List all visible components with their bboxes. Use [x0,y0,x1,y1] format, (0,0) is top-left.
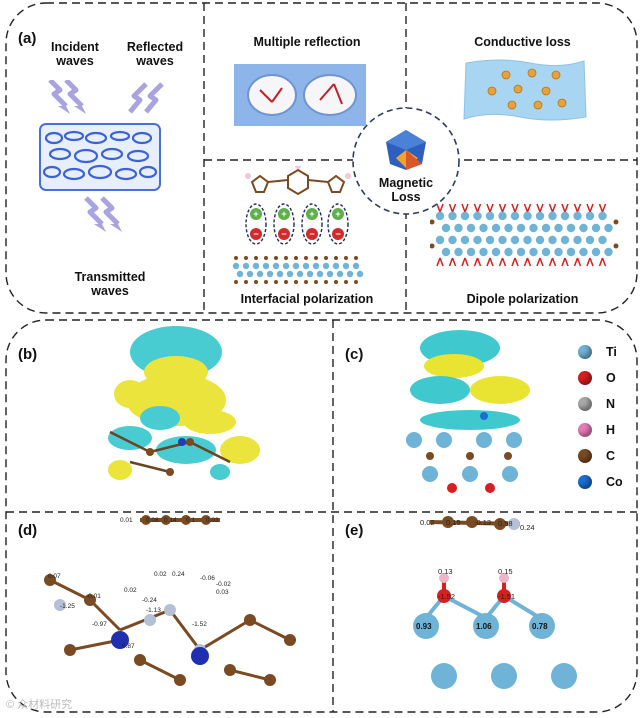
legend-item-h: H [578,423,615,437]
e-o-value: -1.52 [438,592,455,601]
reflected-waves-caption: Reflected waves [126,40,184,68]
ti-atom-icon [578,345,592,359]
o-atom-icon [578,371,592,385]
svg-text:+: + [309,209,314,219]
h-atom-icon [578,423,592,437]
panel-a-label: (a) [18,30,37,47]
d-value: -0.06 [200,575,215,582]
e-ti-value: 1.06 [476,622,492,631]
magnetic-crystal-icon [386,130,426,170]
conductive-loss-caption: Conductive loss [474,35,571,49]
e-top-value: 0.15 [446,518,461,527]
panel-e-label: (e) [345,522,364,539]
d-value: -0.24 [142,597,157,604]
d-value: 0.24 [172,571,185,578]
dipole-polarization-caption: Dipole polarization [466,292,579,306]
d-value: 0.07 [48,573,61,580]
n-atom-icon [578,397,592,411]
d-value: -1.52 [192,621,207,628]
d-top-value: 0.01 [120,517,133,524]
panel-c-label: (c) [345,346,364,363]
svg-text:+: + [335,209,340,219]
conductive-loss-illustration [463,59,587,121]
svg-text:−: − [309,229,314,239]
panel-d-label: (d) [18,522,38,539]
interfacial-polarization-caption: Interfacial polarization [240,292,374,306]
svg-text:−: − [335,229,340,239]
dipole-polarization-illustration [430,203,619,267]
multiple-reflection-caption: Multiple reflection [253,35,361,49]
d-value: 0.87 [122,643,135,650]
transmitted-arrow-icon [84,196,120,226]
wave-absorber-illustration [39,80,164,232]
d-value: 0.03 [216,589,229,596]
e-o-value: 0.13 [438,567,453,576]
panel-e-charge-map: 0.02 0.15 -0.13 0.58 0.24 0.13 -1.52 0.1… [413,516,577,689]
e-o-value: -1.51 [498,592,515,601]
d-top-value: 0.08 [146,517,159,524]
legend-item-n: N [578,397,615,411]
e-top-value: 0.02 [420,518,435,527]
legend-item-o: O [578,371,616,385]
d-top-value: 0.14 [164,517,177,524]
legend-item-co: Co [578,475,623,489]
d-value: 0.02 [154,571,167,578]
e-ti-value: 0.78 [532,622,548,631]
co-atom-icon [578,475,592,489]
d-value: -0.02 [216,581,231,588]
legend-item-c: C [578,449,615,463]
svg-text:+: + [281,209,286,219]
svg-text:−: − [281,229,286,239]
e-top-value: 0.24 [520,523,535,532]
d-top-value: 0.03 [206,517,219,524]
magnetic-loss-caption: Magnetic Loss [378,176,434,204]
multiple-reflection-illustration [234,64,366,126]
e-top-value: -0.13 [474,518,491,527]
element-legend: Ti O N H C Co [578,345,638,515]
positive-charge-icon: + [253,209,258,219]
d-value: -1.25 [60,603,75,610]
d-value: 0.02 [124,587,137,594]
transmitted-waves-caption: Transmitted waves [74,270,146,298]
incident-waves-caption: Incident waves [51,40,99,68]
panels-bcde-frame [5,319,638,713]
panel-c-charge-density-plot [406,330,530,493]
interfacial-polarization-illustration: + + + + − − − − [232,166,364,284]
e-o-value: 0.15 [498,567,513,576]
reflected-arrow-icon [128,82,164,114]
d-top-value: 0.1 [186,517,195,524]
e-ti-value: 0.93 [416,622,432,631]
d-value: -0.01 [86,593,101,600]
incident-arrow-icon [48,80,84,108]
watermark: © 众材料研究 [6,699,73,711]
d-value: -0.97 [92,621,107,628]
panel-b-label: (b) [18,346,38,363]
panel-b-charge-density-plot [108,326,260,480]
e-top-value: 0.58 [498,519,513,528]
d-value: -1.13 [146,607,161,614]
legend-item-ti: Ti [578,345,617,359]
c-atom-icon [578,449,592,463]
panel-d-charge-map: 0.01 0.08 0.14 0.1 0.03 0.07 -0.01 -1.25… [44,515,296,686]
negative-charge-icon: − [253,229,258,239]
